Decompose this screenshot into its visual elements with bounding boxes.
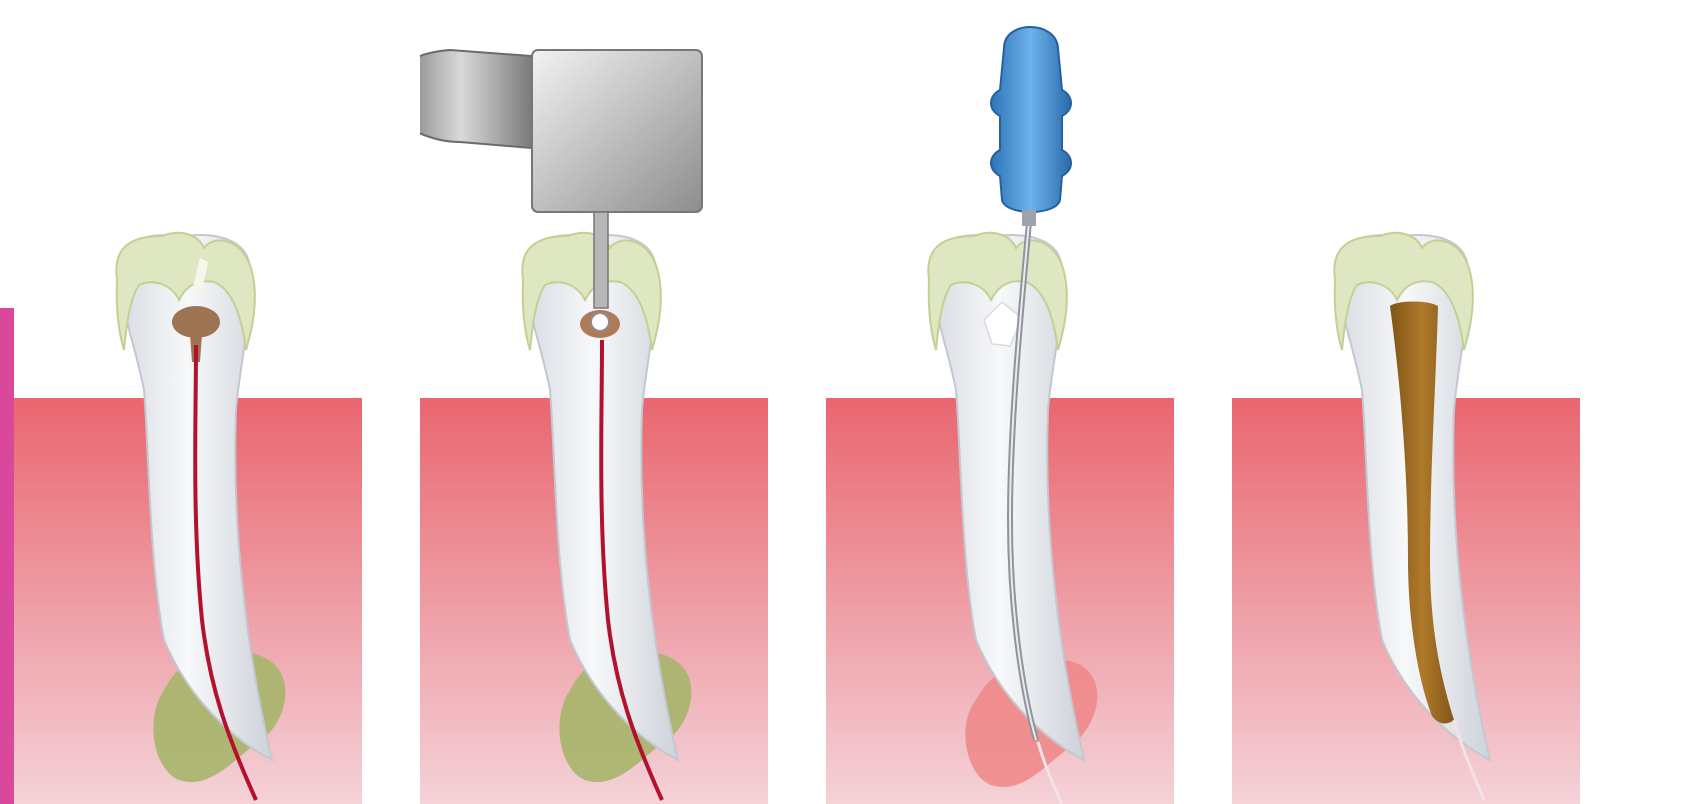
panel-access-opening [420,0,768,804]
drill-bit-tip [591,313,609,331]
tooth-illustration-3 [826,0,1174,804]
side-accent-bar [0,308,14,804]
tooth-illustration-1 [14,0,362,804]
panel-canal-cleaning [826,0,1174,804]
endodontic-file-icon [991,27,1071,226]
panel-filled-canal [1232,0,1580,804]
panel-infected-pulp [14,0,362,804]
tooth-illustration-2 [420,0,768,804]
pulp-chamber [172,306,220,338]
tooth-illustration-4 [1232,0,1580,804]
